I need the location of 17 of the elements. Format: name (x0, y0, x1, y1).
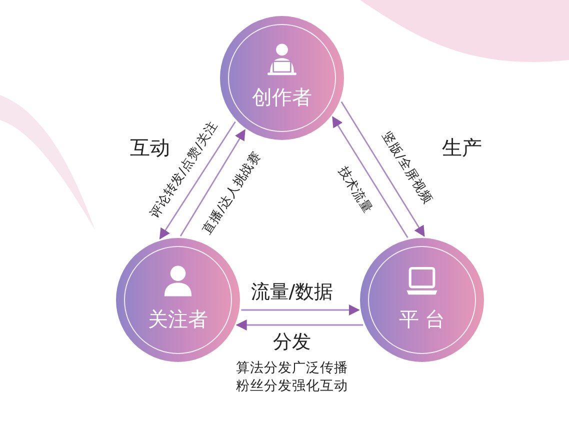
arrow (241, 304, 360, 316)
edge-label: 技术流量 (334, 163, 376, 217)
note-text: 粉丝分发强化互动 (236, 377, 348, 395)
section-label: 互动 (130, 134, 170, 162)
section-label: 生产 (442, 134, 482, 162)
edge-label: 竖版/全屏视频 (378, 128, 436, 208)
node-label: 创作者 (251, 84, 313, 111)
node-label: 关注者 (147, 306, 209, 333)
node-label: 平 台 (398, 306, 446, 333)
arrow (180, 129, 246, 236)
arrow (236, 320, 364, 330)
arrow (159, 121, 236, 240)
note-text: 算法分发广泛传播 (236, 359, 348, 377)
arrow (340, 101, 425, 237)
arrow (332, 116, 408, 238)
edge-label: 流量/数据 (250, 280, 334, 305)
edge-label: 分发 (273, 330, 311, 355)
